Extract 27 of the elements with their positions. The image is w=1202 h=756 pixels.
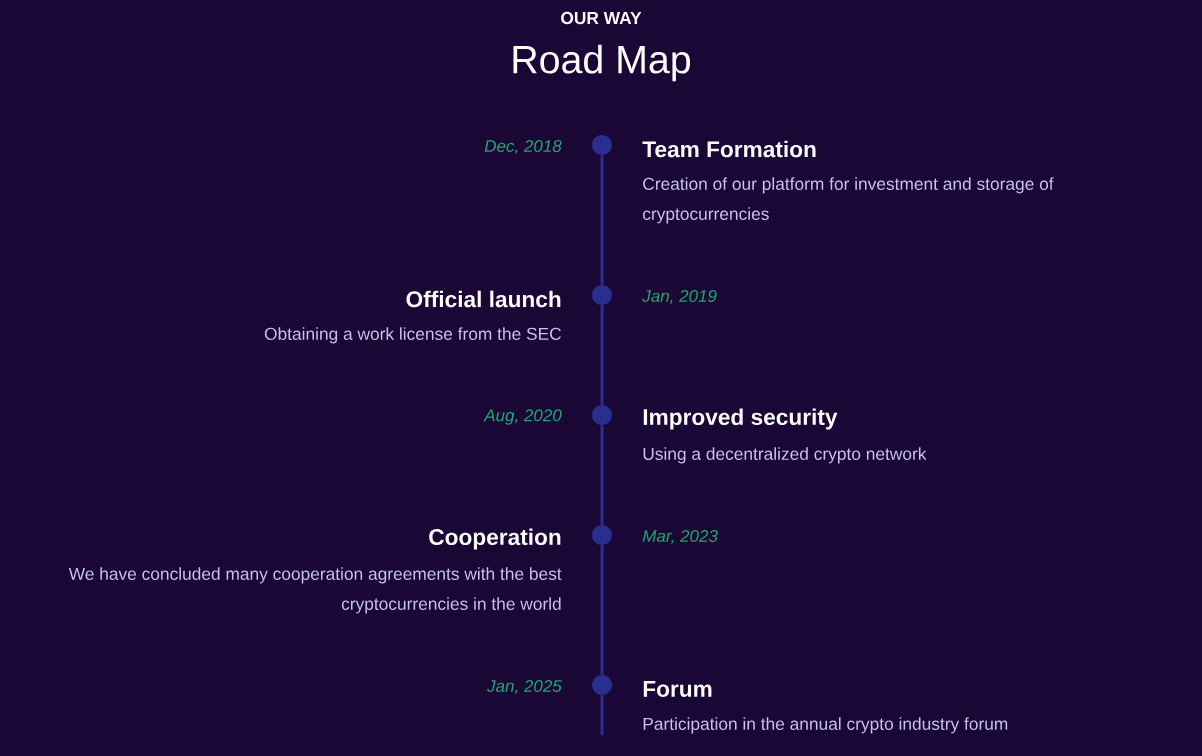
milestone-heading: Cooperation (429, 528, 561, 550)
title: Road Map (513, 44, 691, 82)
timeline-dot (592, 405, 612, 425)
section-kicker: OUR WAY (561, 11, 642, 25)
timeline-dot (592, 135, 612, 155)
date-label: Jan, 2019 (642, 289, 717, 304)
date-label: Aug, 2020 (483, 409, 562, 425)
milestone-heading: Team Formation (642, 140, 816, 158)
date-label: Dec, 2018 (484, 139, 562, 154)
milestone-description: Using a decentralized crypto network (643, 447, 927, 464)
date-label: Mar, 2023 (642, 529, 718, 544)
timeline-dot (592, 675, 612, 695)
milestone-description: Participation in the annual crypto industry forum (643, 717, 1008, 734)
timeline-line (600, 545, 604, 675)
milestone-description: Obtaining a work license from the SEC (264, 327, 561, 344)
milestone-description: We have concluded many cooperation agreements with the best cryptocurrencies in the world (68, 567, 562, 614)
milestone-description: Creation of our platform for investment and storage of cryptocurrencies (643, 177, 1054, 224)
timeline-dot (592, 525, 612, 545)
timeline-line (600, 305, 604, 405)
timeline-line (600, 155, 604, 285)
milestone-heading: Forum (643, 681, 712, 697)
milestone-heading: Improved security (643, 408, 838, 430)
date-label: Jan, 2025 (487, 679, 562, 694)
timeline-line (600, 425, 604, 525)
timeline-line (600, 695, 604, 736)
milestone-heading: Official launch (406, 290, 561, 308)
timeline-dot (592, 285, 612, 305)
